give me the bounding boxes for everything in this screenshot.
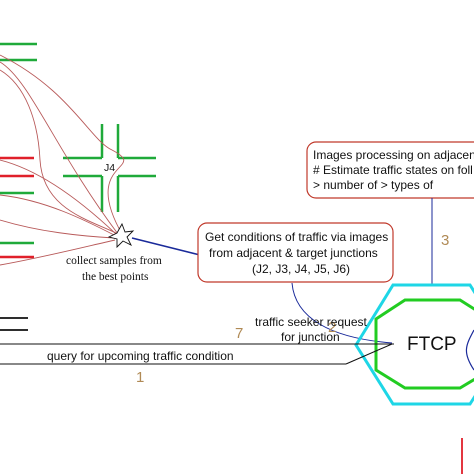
ftcp-hub: FTCP — [354, 283, 474, 406]
processing-line3: > number of > types of — [313, 178, 434, 192]
processing-line2: # Estimate traffic states on foll — [313, 163, 473, 177]
step-1-number: 1 — [136, 369, 144, 386]
sample-arrow — [0, 219, 115, 239]
ftcp-label: FTCP — [407, 334, 457, 355]
star-to-box-link — [131, 237, 201, 256]
collect-note-line2: the best points — [82, 271, 149, 283]
sample-arrow — [0, 194, 117, 237]
collect-note-line1: collect samples from — [66, 255, 162, 267]
conditions-line2: from adjacent & target junctions — [209, 246, 378, 260]
sample-arrow — [0, 69, 119, 235]
conditions-line3: (J2, J3, J4, J5, J6) — [252, 262, 350, 276]
seeker-request-line1: traffic seeker request — [255, 315, 367, 329]
processing-line1: Images processing on adjacen — [313, 148, 474, 162]
sample-arrow — [0, 61, 119, 235]
query-line — [345, 343, 393, 365]
right-blue-arc — [465, 329, 474, 371]
step-3-number: 3 — [441, 232, 449, 249]
sample-arrow — [0, 239, 116, 266]
left-road-markings — [0, 42, 37, 331]
ftcp-inner-hexagon — [374, 298, 474, 390]
box-to-ftcp-link — [291, 282, 393, 344]
junction-j4: J4 — [63, 124, 156, 212]
conditions-line1: Get conditions of traffic via images — [205, 230, 388, 244]
junction-label: J4 — [104, 162, 115, 174]
sample-arrows — [0, 54, 125, 266]
step-2-number: 2 — [328, 319, 336, 336]
ftcp-outer-hexagon — [354, 283, 474, 406]
sample-arrow — [0, 54, 125, 235]
step-7-number: 7 — [235, 325, 243, 342]
conditions-box: Get conditions of traffic via images fro… — [197, 222, 394, 283]
collection-point-star — [107, 222, 135, 249]
sample-arrow — [0, 159, 117, 235]
processing-box: Images processing on adjacen # Estimate … — [306, 141, 474, 199]
query-label: query for upcoming traffic condition — [47, 349, 234, 363]
seeker-request-line2: for junction — [281, 330, 340, 344]
